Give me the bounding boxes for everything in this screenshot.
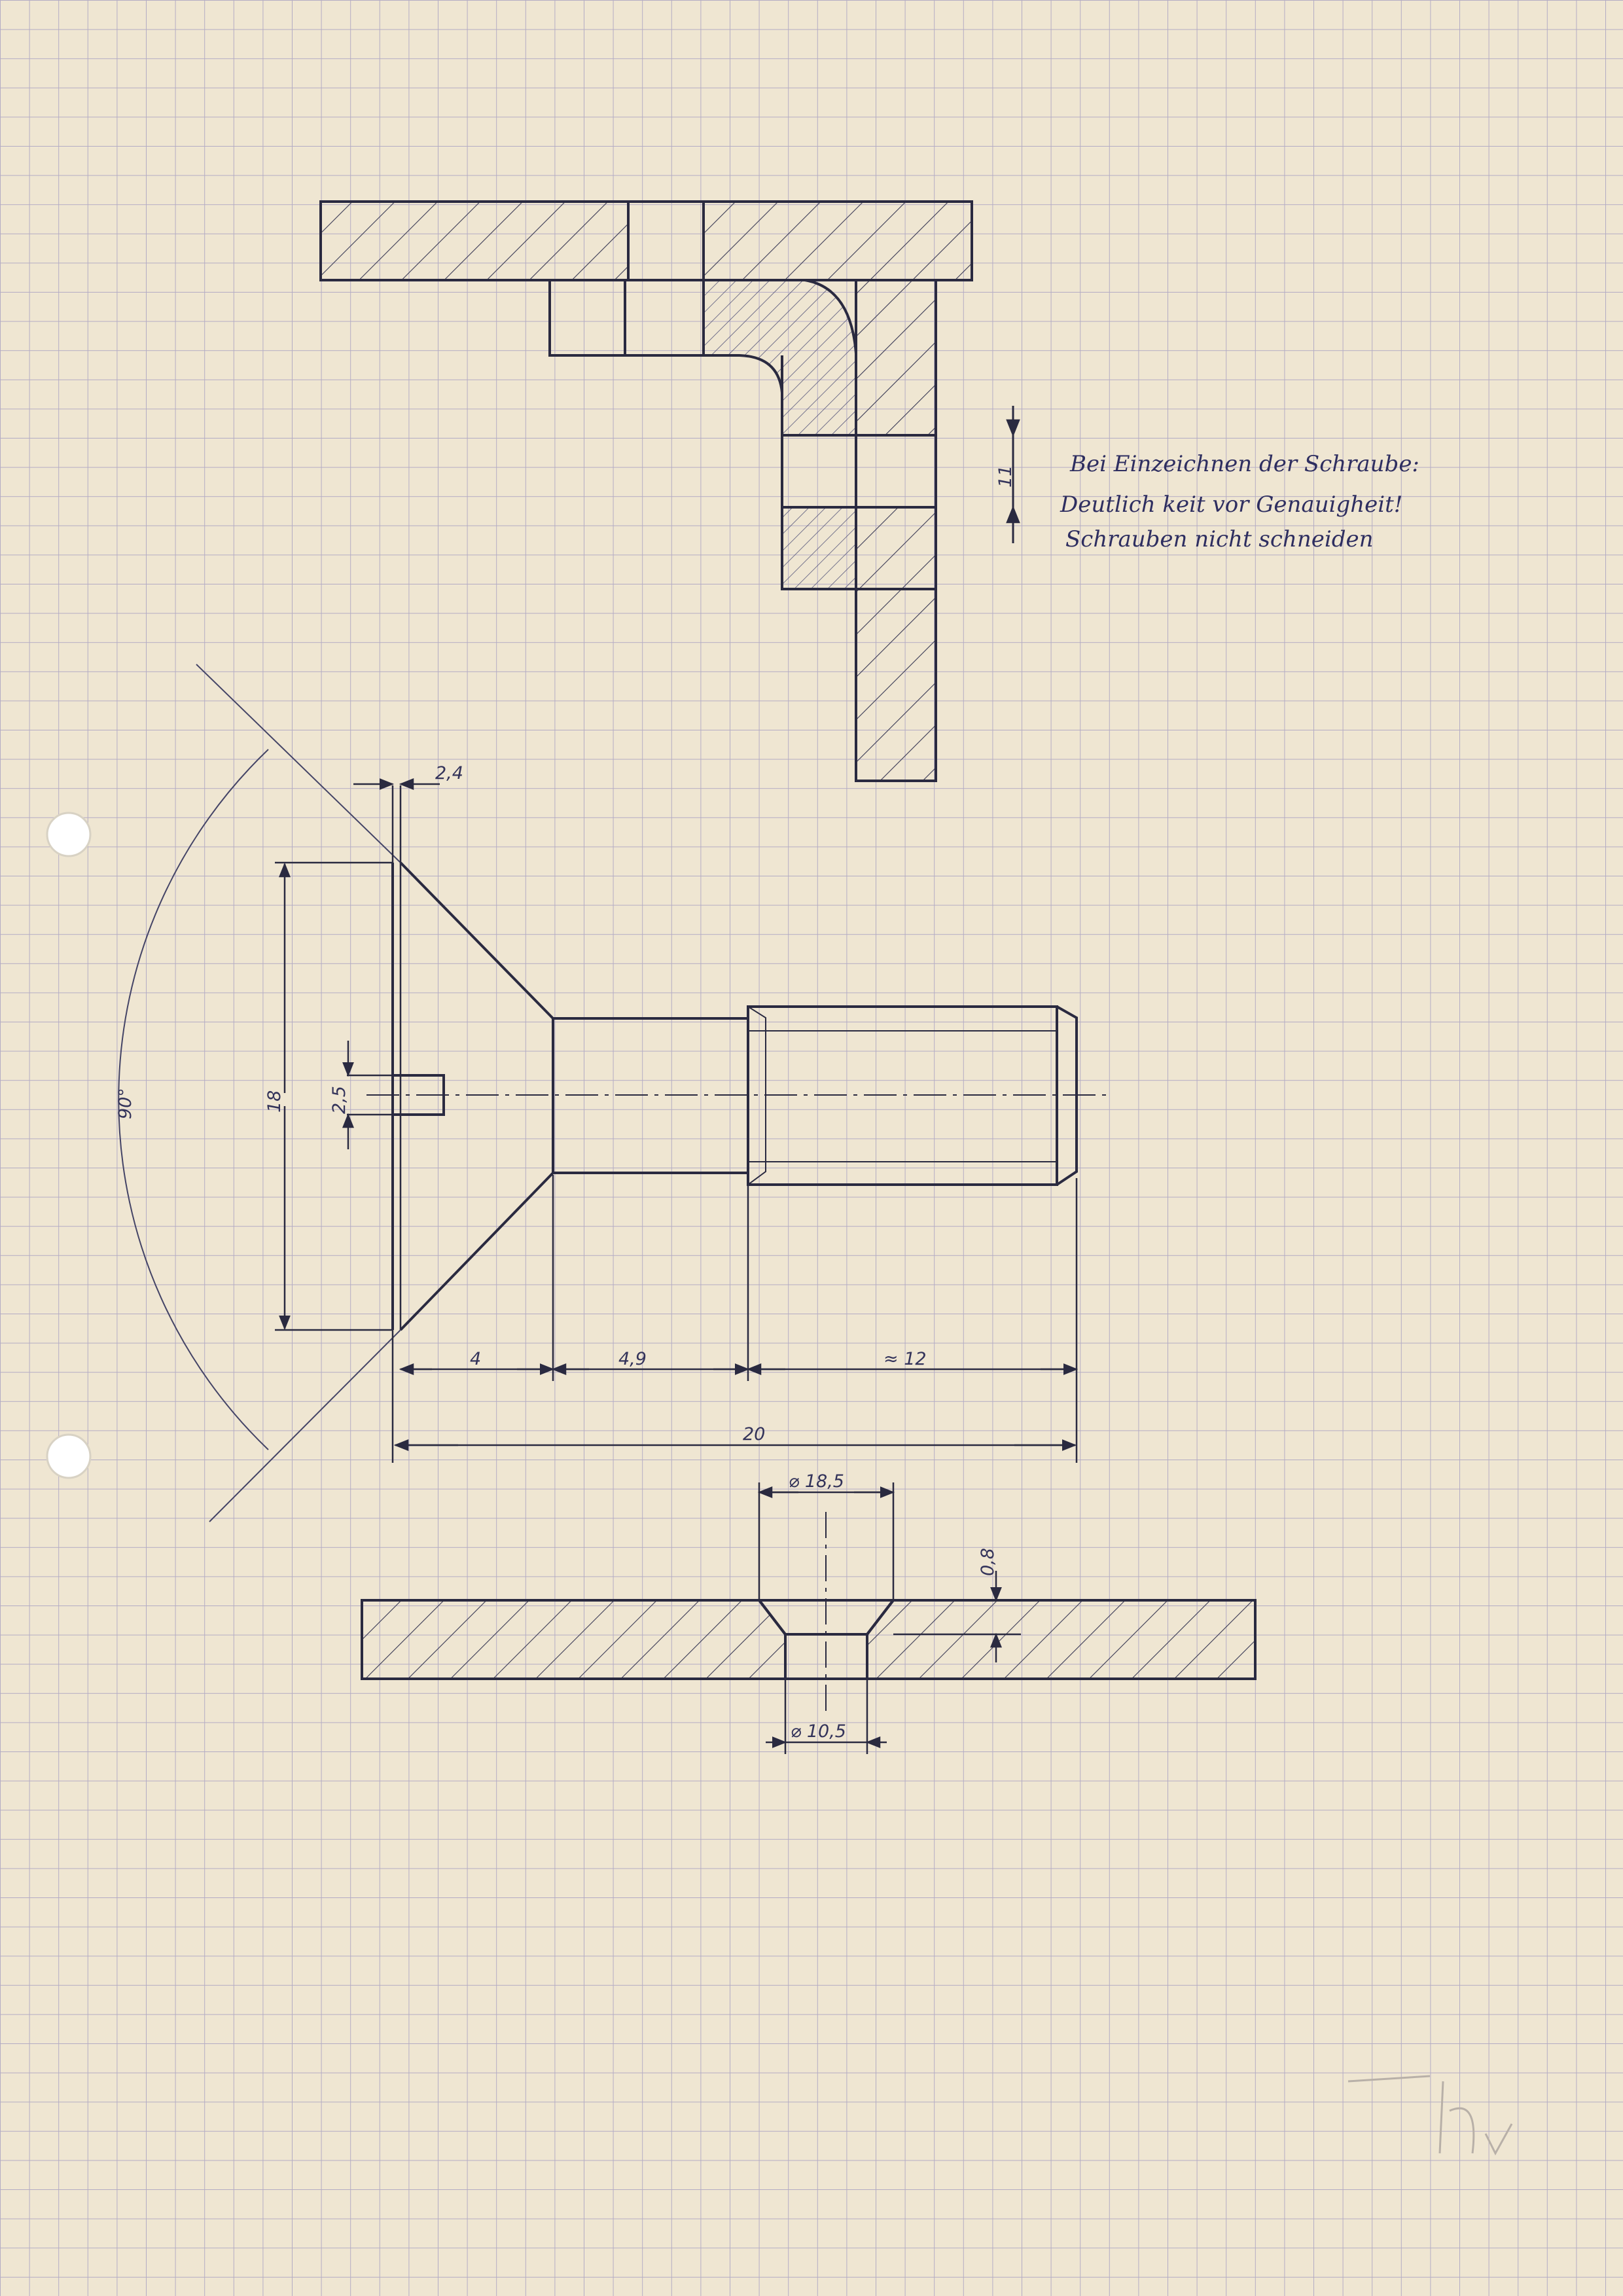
note-line-1: Bei Einzeichnen der Schraube: bbox=[1069, 451, 1419, 477]
dim-counterbore-diameter bbox=[757, 1482, 895, 1600]
label-slot-width: 2,5 bbox=[329, 1086, 349, 1114]
pencil-signature-mark bbox=[1347, 2075, 1513, 2156]
label-counterbore-diameter: ⌀ 18,5 bbox=[789, 1471, 844, 1492]
dim-slot-width bbox=[342, 1041, 393, 1149]
label-counterbore-depth: 0,8 bbox=[978, 1548, 998, 1576]
label-head-length: 4 bbox=[470, 1349, 481, 1369]
label-hole-diameter: ⌀ 10,5 bbox=[791, 1721, 846, 1742]
label-thread-length: ≈ 12 bbox=[883, 1349, 927, 1369]
dim-head-diameter bbox=[275, 861, 393, 1331]
dim-head-height bbox=[353, 778, 440, 863]
note-line-3: Schrauben nicht schneiden bbox=[1065, 526, 1374, 552]
label-head-height: 2,4 bbox=[435, 763, 463, 783]
label-angle: 90° bbox=[115, 1088, 135, 1119]
punch-hole-bottom bbox=[46, 1433, 92, 1479]
plate-section bbox=[361, 1599, 1257, 1680]
punch-hole-top bbox=[46, 812, 92, 857]
dim-hole-diameter bbox=[766, 1679, 887, 1754]
label-shank-length: 4,9 bbox=[618, 1349, 647, 1369]
screw-drawing bbox=[391, 861, 1078, 1331]
dim-lengths bbox=[391, 1175, 1079, 1463]
label-head-diameter: 18 bbox=[264, 1090, 285, 1113]
note-line-2: Deutlich keit vor Genauigheit! bbox=[1060, 492, 1402, 518]
angle-construction bbox=[118, 664, 401, 1522]
label-section-height: 11 bbox=[995, 465, 1016, 488]
top-section-view bbox=[319, 200, 973, 782]
label-total-length: 20 bbox=[743, 1424, 765, 1444]
dim-counterbore-depth bbox=[893, 1571, 1021, 1662]
